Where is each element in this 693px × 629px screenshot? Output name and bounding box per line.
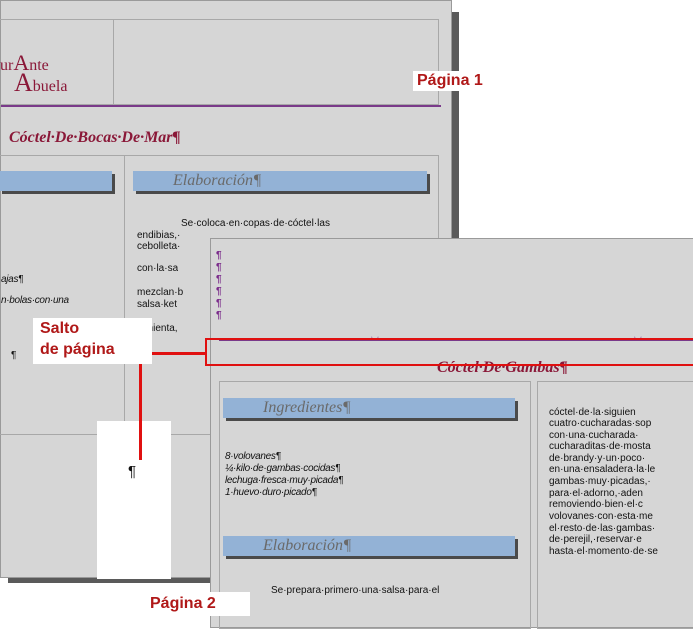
page2-label: Página 2 bbox=[150, 595, 216, 612]
page2-ingredientes-heading: Ingredientes¶ bbox=[263, 399, 351, 416]
logo-line2: Abuela bbox=[14, 68, 68, 97]
paragraph-mark: ¶ bbox=[216, 310, 222, 321]
paragraph-mark: ¶ bbox=[216, 262, 222, 273]
salto-callout-line1: Salto bbox=[40, 320, 80, 337]
paragraph-mark: ¶ bbox=[216, 298, 222, 309]
callout-connector bbox=[150, 352, 206, 355]
page2-ingredientes-bar: Ingredientes¶ bbox=[223, 398, 515, 418]
header-marker: ◡ bbox=[371, 331, 379, 341]
page1-column-divider bbox=[124, 155, 125, 435]
page1-text-line: pimienta, bbox=[137, 323, 178, 334]
page-2[interactable]: ◡ ◡ Cóctel·De·Gambas¶ Ingredientes¶ 8·vo… bbox=[210, 238, 693, 629]
logo-box: urAnte Abuela bbox=[0, 19, 114, 105]
page1-label: Página 1 bbox=[417, 72, 483, 89]
page1-text-line: con·la·sa bbox=[137, 263, 179, 274]
page1-ingredient-fragment: n·bolas·con·una bbox=[1, 295, 69, 306]
ingredient-item: ¼·kilo·de·gambas·cocidas¶ bbox=[225, 463, 341, 474]
page-break-highlight bbox=[205, 338, 693, 366]
page2-elaboracion-bar: Elaboración¶ bbox=[223, 536, 515, 556]
page2-recipe-title: Cóctel·De·Gambas¶ bbox=[437, 359, 568, 376]
right-column-line: cóctel·de·la·siguien bbox=[549, 407, 636, 418]
right-column-line: gambas·muy·picadas,· bbox=[549, 476, 651, 487]
right-column-line: el·resto·de·las·gambas· bbox=[549, 523, 656, 534]
page1-text-line: Se·coloca·en·copas·de·cóctel·las bbox=[181, 218, 330, 229]
page1-elaboracion-heading: Elaboración¶ bbox=[173, 172, 262, 189]
logo-line1: urAnte bbox=[0, 50, 49, 75]
page1-pilcrow: ¶ bbox=[128, 463, 137, 480]
page1-recipe-title: Cóctel·De·Bocas·De·Mar¶ bbox=[9, 129, 181, 146]
page2-header-rule bbox=[219, 339, 693, 341]
right-column-line: hasta·el·momento·de·se bbox=[549, 546, 658, 557]
salto-callout-line2: de página bbox=[40, 341, 115, 358]
right-column-line: cucharaditas·de·mosta bbox=[549, 441, 651, 452]
page1-text-line: mezclan·b bbox=[137, 287, 184, 298]
ingredient-item: 8·volovanes¶ bbox=[225, 451, 281, 462]
right-column-line: cuatro·cucharadas·sop bbox=[549, 418, 652, 429]
right-column-line: para·el·adorno,·aden bbox=[549, 488, 643, 499]
right-column-line: de·perejil,·reservar·e bbox=[549, 534, 642, 545]
header-box bbox=[113, 19, 439, 105]
callout-connector bbox=[139, 362, 142, 460]
right-column-line: con·una·cucharada· bbox=[549, 430, 639, 441]
ingredient-item: lechuga·fresca·muy·picada¶ bbox=[225, 475, 344, 486]
page1-break-gap bbox=[97, 421, 171, 579]
page2-elaboracion-heading: Elaboración¶ bbox=[263, 537, 352, 554]
right-column-line: de·brandy·y·un·poco· bbox=[549, 453, 646, 464]
paragraph-mark: ¶ bbox=[216, 250, 222, 261]
page1-ingredientes-bar bbox=[0, 171, 112, 191]
page1-ingredient-fragment: ¶ bbox=[11, 350, 17, 361]
paragraph-mark: ¶ bbox=[216, 274, 222, 285]
page2-elaboracion-text: Se·prepara·primero·una·salsa·para·el bbox=[271, 585, 440, 596]
page2-label-bg bbox=[146, 592, 250, 616]
header-rule bbox=[1, 105, 441, 107]
page1-label-bg bbox=[413, 71, 513, 91]
page1-ingredient-fragment: ajas¶ bbox=[1, 274, 24, 285]
salto-callout-bg bbox=[33, 318, 152, 364]
page1-text-line: cebolleta· bbox=[137, 241, 181, 252]
paragraph-mark: ¶ bbox=[216, 286, 222, 297]
page1-text-line: salsa·ket bbox=[137, 299, 178, 310]
right-column-line: volovanes·con·esta·me bbox=[549, 511, 653, 522]
header-marker: ◡ bbox=[634, 331, 642, 341]
ingredient-item: 1·huevo·duro·picado¶ bbox=[225, 487, 317, 498]
page1-elaboracion-bar: Elaboración¶ bbox=[133, 171, 427, 191]
page1-text-line: endibias,· bbox=[137, 230, 181, 241]
right-column-line: en·una·ensaladera·la·le bbox=[549, 464, 656, 475]
right-column-line: removiendo·bien·el·c bbox=[549, 499, 643, 510]
